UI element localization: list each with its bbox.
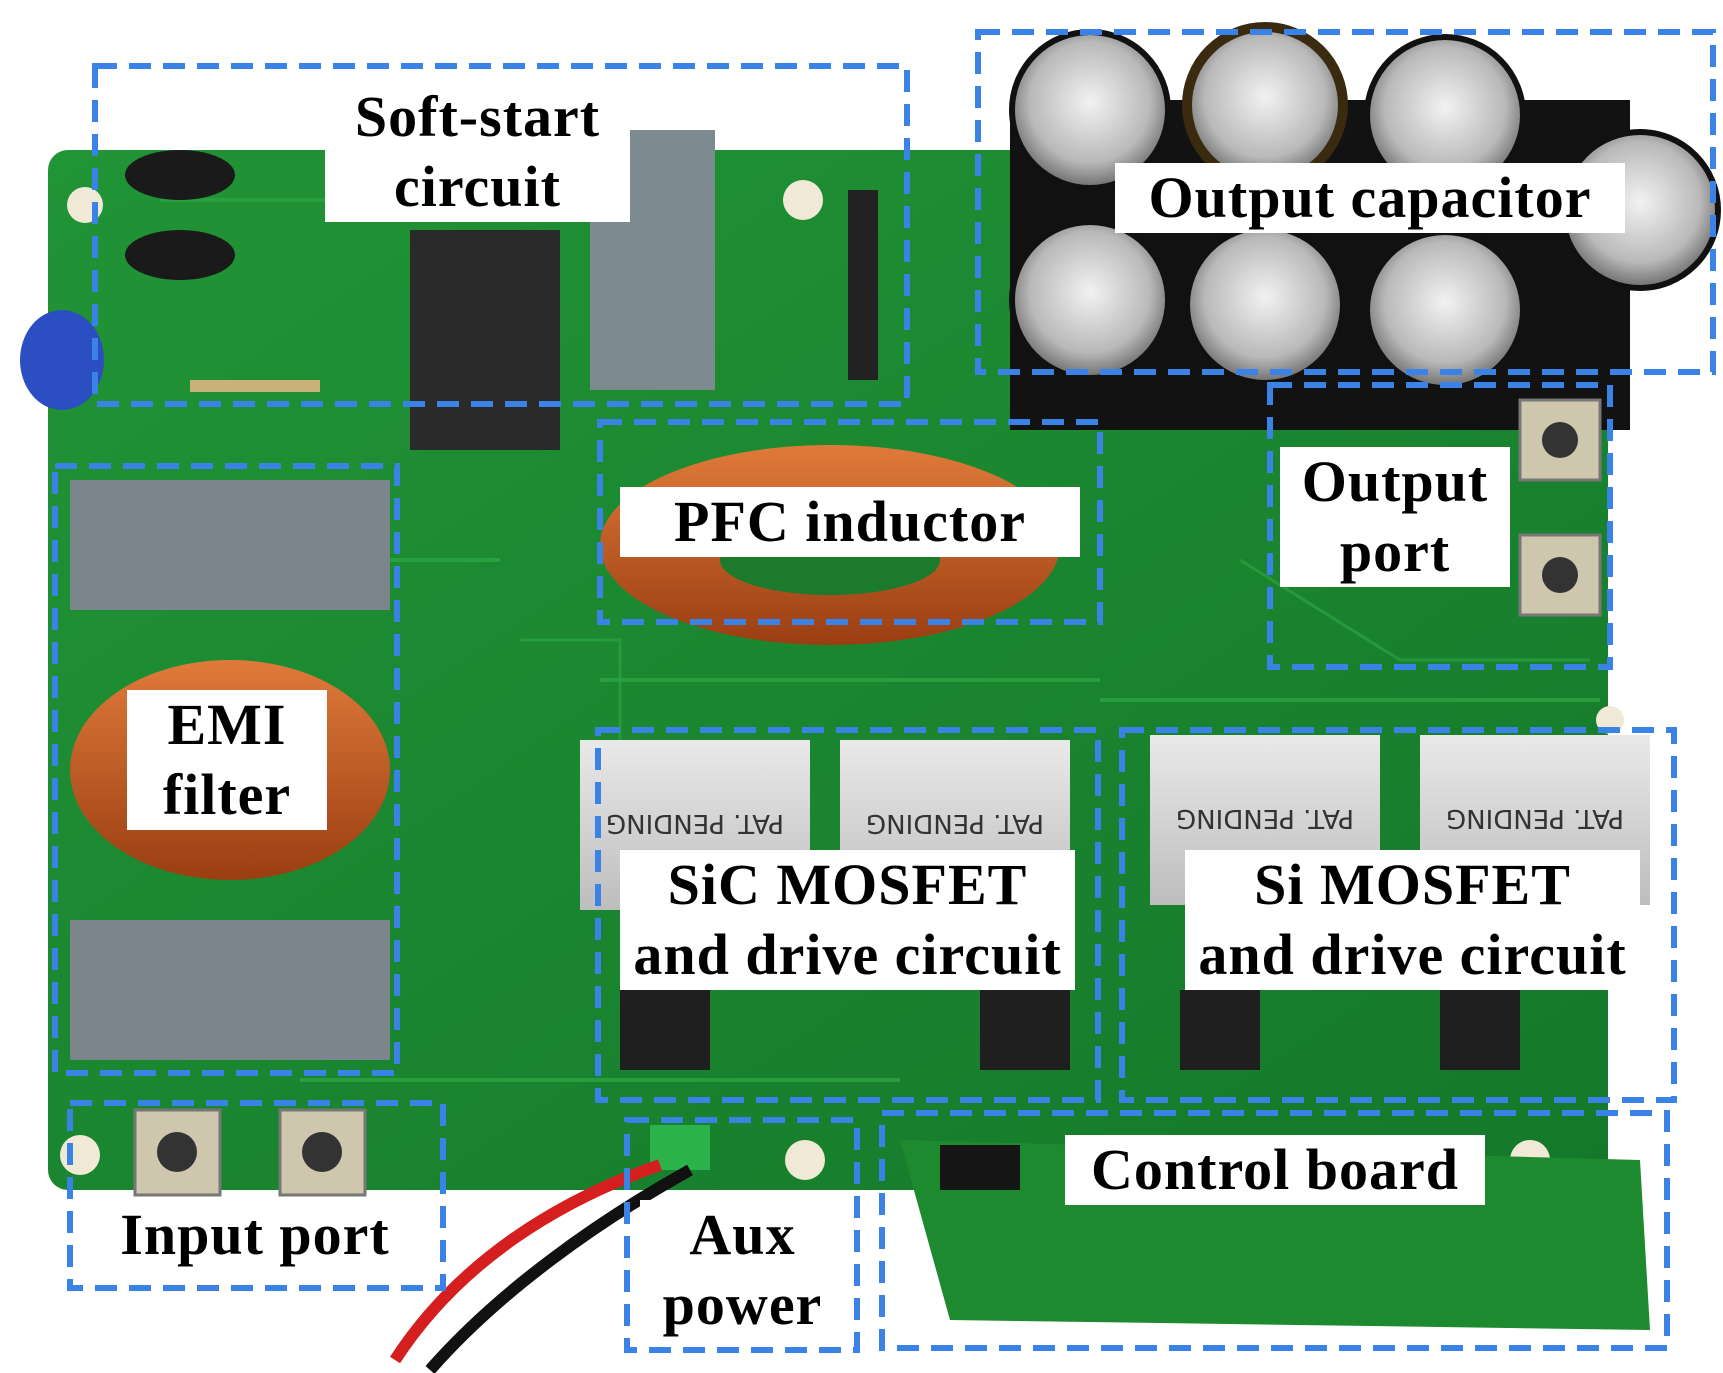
input-port-label: Input port xyxy=(95,1200,415,1270)
control-board-label: Control board xyxy=(1065,1135,1485,1205)
si-mosfet-box xyxy=(1119,727,1677,1103)
heatsink-marking-1: PAT. PENDING xyxy=(606,808,784,838)
soft-start-parts xyxy=(20,130,878,450)
aux-power-box xyxy=(624,1117,860,1353)
emi-filter-box xyxy=(52,463,400,1076)
output-capacitor-box xyxy=(975,29,1716,375)
sic-mosfet-box xyxy=(595,727,1101,1103)
input-port-box xyxy=(67,1100,446,1291)
output-capacitor-label: Output capacitor xyxy=(1115,163,1625,233)
control-board-box xyxy=(879,1110,1670,1351)
region-outlines xyxy=(52,29,1716,1353)
aux-power-connector xyxy=(389,1125,710,1373)
pfc-inductor-box xyxy=(597,419,1103,625)
heatsink-marking-2: PAT. PENDING xyxy=(866,808,1044,838)
pfc-inductor-label: PFC inductor xyxy=(620,487,1080,557)
input-port-terminals xyxy=(133,1108,367,1197)
heatsink-marking-3: PAT. PENDING xyxy=(1176,803,1354,833)
output-port-terminals xyxy=(1518,398,1602,617)
output-port-box xyxy=(1267,382,1613,670)
heatsink-marking-4: PAT. PENDING xyxy=(1446,803,1624,833)
